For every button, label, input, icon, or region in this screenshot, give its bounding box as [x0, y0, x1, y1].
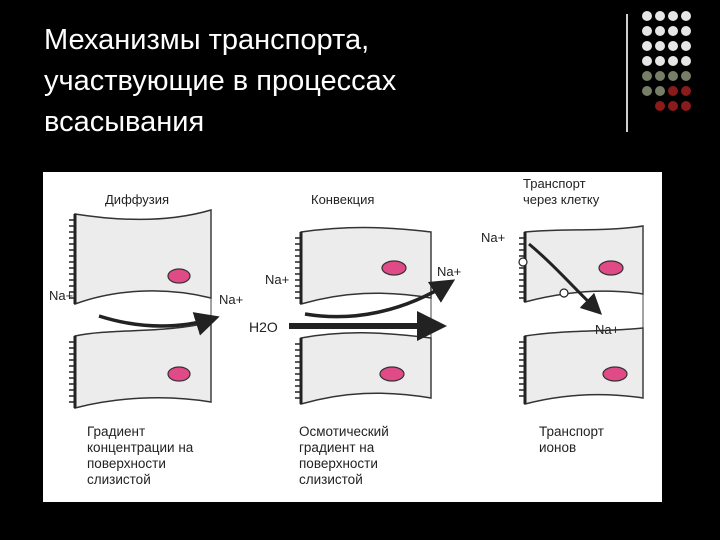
decor-dot — [681, 86, 691, 96]
dot-grid-decoration — [642, 11, 691, 111]
caption-convection: Осмотический градиент на поверхности сли… — [299, 424, 393, 487]
heading-convection: Конвекция — [311, 192, 374, 207]
transcellular-arrow — [528, 242, 603, 315]
na-label-mid: Na+ — [219, 292, 243, 307]
cell-upper-convection — [295, 226, 432, 305]
decor-dot — [642, 41, 652, 51]
decor-dot — [642, 86, 652, 96]
na-label-convection-out: Na+ — [437, 264, 461, 279]
decor-dot — [668, 26, 678, 36]
decor-dot — [655, 71, 665, 81]
cell-upper-diffusion — [69, 209, 212, 306]
caption-diffusion: Градиент концентрации на поверхности сли… — [87, 424, 197, 487]
heading-transcellular: Транспорт через клетку — [523, 176, 600, 207]
na-label-convection-in: Na+ — [265, 272, 289, 287]
decor-dot — [655, 11, 665, 21]
decor-dot — [668, 101, 678, 111]
decor-dot — [655, 56, 665, 66]
na-label-transport-in: Na+ — [481, 230, 505, 245]
decor-dot — [681, 71, 691, 81]
nucleus — [598, 260, 624, 276]
decor-dot — [642, 56, 652, 66]
carrier-site-icon — [559, 288, 569, 298]
panel-convection: Конвекция Na+ Na+ H2O Осмотический гра — [249, 192, 461, 487]
slide-title: Механизмы транспорта, участвующие в проц… — [44, 24, 397, 138]
cell-lower-convection — [295, 332, 432, 405]
transport-diagram: Диффузия Na+ Na+ Градиент концентрации н… — [49, 176, 644, 487]
nucleus — [602, 366, 628, 382]
cell-lower-transcellular — [519, 327, 644, 405]
decor-dot — [668, 86, 678, 96]
nucleus — [379, 366, 405, 382]
decor-dot — [642, 26, 652, 36]
decor-dot — [642, 11, 652, 21]
water-label: H2O — [249, 319, 278, 335]
heading-diffusion: Диффузия — [105, 192, 169, 207]
decor-dot — [642, 71, 652, 81]
decor-dot — [681, 56, 691, 66]
cell-lower-diffusion — [69, 321, 212, 409]
convection-arrow — [304, 279, 456, 319]
carrier-site-icon — [518, 257, 528, 267]
na-label-transport-out: Na+ — [595, 322, 619, 337]
caption-transcellular: Транспорт ионов — [539, 424, 608, 455]
panel-diffusion: Диффузия Na+ Na+ Градиент концентрации н… — [49, 192, 243, 487]
panel-transcellular: Транспорт через клетку Na+ Na+ — [481, 176, 644, 455]
decor-dot — [668, 71, 678, 81]
decor-dot — [655, 101, 665, 111]
nucleus — [167, 366, 191, 382]
na-label-left: Na+ — [49, 288, 73, 303]
decor-dot — [668, 56, 678, 66]
decor-dot — [655, 41, 665, 51]
decor-dot — [681, 26, 691, 36]
nucleus — [381, 260, 407, 276]
transport-figure: Диффузия Na+ Na+ Градиент концентрации н… — [43, 172, 662, 502]
decor-dot — [681, 11, 691, 21]
title-divider — [626, 14, 628, 132]
decor-dot — [681, 41, 691, 51]
decor-dot — [668, 41, 678, 51]
diffusion-arrow — [98, 312, 220, 336]
nucleus — [167, 268, 191, 284]
decor-dot — [655, 86, 665, 96]
cell-upper-transcellular — [519, 225, 644, 303]
decor-dot — [655, 26, 665, 36]
decor-dot — [668, 11, 678, 21]
decor-dot — [681, 101, 691, 111]
